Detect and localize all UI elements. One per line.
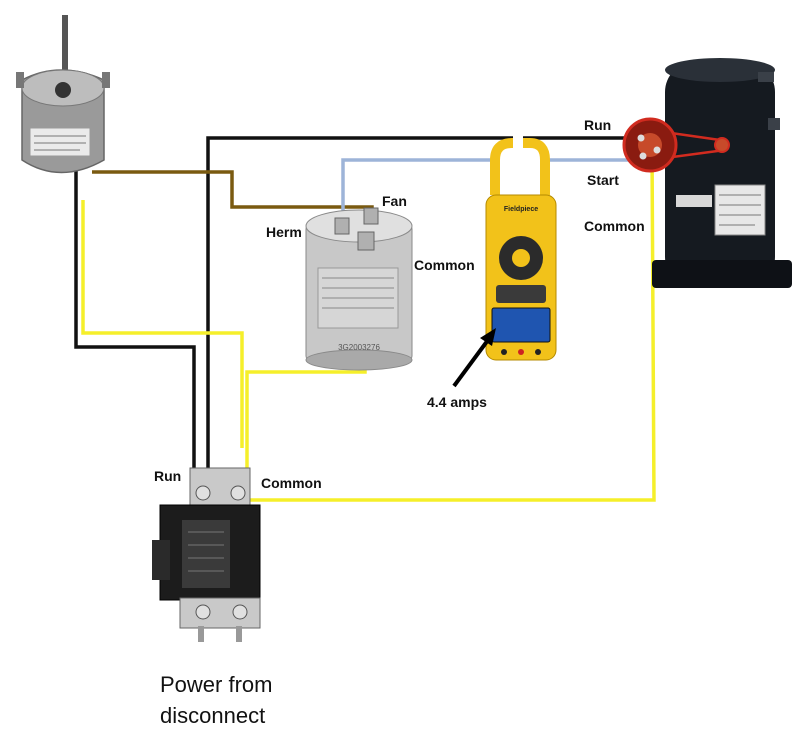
meter-display: [491, 307, 551, 343]
label-capacitor-fan: Fan: [382, 193, 407, 209]
contactor-screw-t1: [195, 604, 211, 620]
compressor-base: [652, 260, 792, 288]
compressor-fitting-side: [768, 118, 780, 130]
contactor-coil-left: [152, 540, 170, 580]
capacitor-terminal-fan: [363, 207, 379, 225]
capacitor-terminal-herm: [334, 217, 350, 235]
contactor-screw-t2: [232, 604, 248, 620]
contactor-lead: [198, 626, 204, 642]
black-wire-run: [206, 136, 636, 475]
blue-wire-start: [341, 158, 495, 225]
compressor-fitting-top: [758, 72, 774, 82]
arrow-head: [480, 328, 496, 346]
run-capacitor: 3G2003276: [305, 207, 413, 371]
meter-jack: [501, 349, 507, 355]
meter-jack: [518, 349, 524, 355]
fan-motor: [16, 15, 110, 174]
motor-hub: [55, 82, 71, 98]
compressor-terminal-pin-common: [653, 146, 661, 154]
meter-buttons: [496, 285, 546, 303]
meter-jaw: [490, 138, 550, 195]
clamp-meter: Fieldpiece: [485, 136, 557, 361]
capacitor-terminal-common: [357, 231, 375, 251]
label-power-line1: Power from: [160, 672, 272, 697]
compressor-nameplate: [714, 184, 766, 236]
compressor-terminal-pin-run: [637, 134, 645, 142]
contactor-screw-l1: [195, 485, 211, 501]
black-wire-motor: [74, 170, 196, 475]
yellow-wire-comp-common: [240, 149, 656, 502]
label-capacitor-common: Common: [414, 257, 475, 273]
yellow-wire-motor-common: [81, 200, 244, 448]
contactor-label: [182, 520, 230, 588]
compressor: [622, 58, 792, 288]
label-compressor-run: Run: [584, 117, 611, 133]
arrow-shaft: [452, 338, 490, 388]
label-compressor-common: Common: [584, 218, 645, 234]
label-meter-reading: 4.4 amps: [427, 394, 487, 410]
compressor-sight-port: [714, 137, 730, 153]
compressor-shell: [665, 62, 775, 287]
contactor-lead: [236, 626, 242, 642]
compressor-top: [665, 58, 775, 82]
meter-jack: [535, 349, 541, 355]
label-compressor-start: Start: [587, 172, 619, 188]
motor-label: [29, 127, 91, 157]
contactor-bottom-terminals: [179, 597, 261, 629]
compressor-brand-label: [676, 195, 712, 207]
meter-brand: Fieldpiece: [504, 206, 538, 213]
label-power-line2: disconnect: [160, 703, 265, 728]
contactor-screw-l2: [230, 485, 246, 501]
labels: Run Start Common Fan Herm Common 4.4 amp…: [154, 117, 645, 728]
compressor-terminal-pin-start: [639, 152, 647, 160]
motor-mount-left: [16, 72, 24, 88]
contactor: [152, 467, 261, 642]
label-contactor-run: Run: [154, 468, 181, 484]
reading-arrow: [452, 328, 496, 388]
label-capacitor-herm: Herm: [266, 224, 302, 240]
meter-jaw-gap: [513, 136, 523, 150]
label-contactor-common: Common: [261, 475, 322, 491]
meter-dial-knob: [512, 249, 530, 267]
capacitor-serial: 3G2003276: [338, 343, 380, 352]
motor-shaft: [62, 15, 68, 75]
motor-mount-right: [102, 72, 110, 88]
capacitor-bottom: [305, 349, 413, 371]
